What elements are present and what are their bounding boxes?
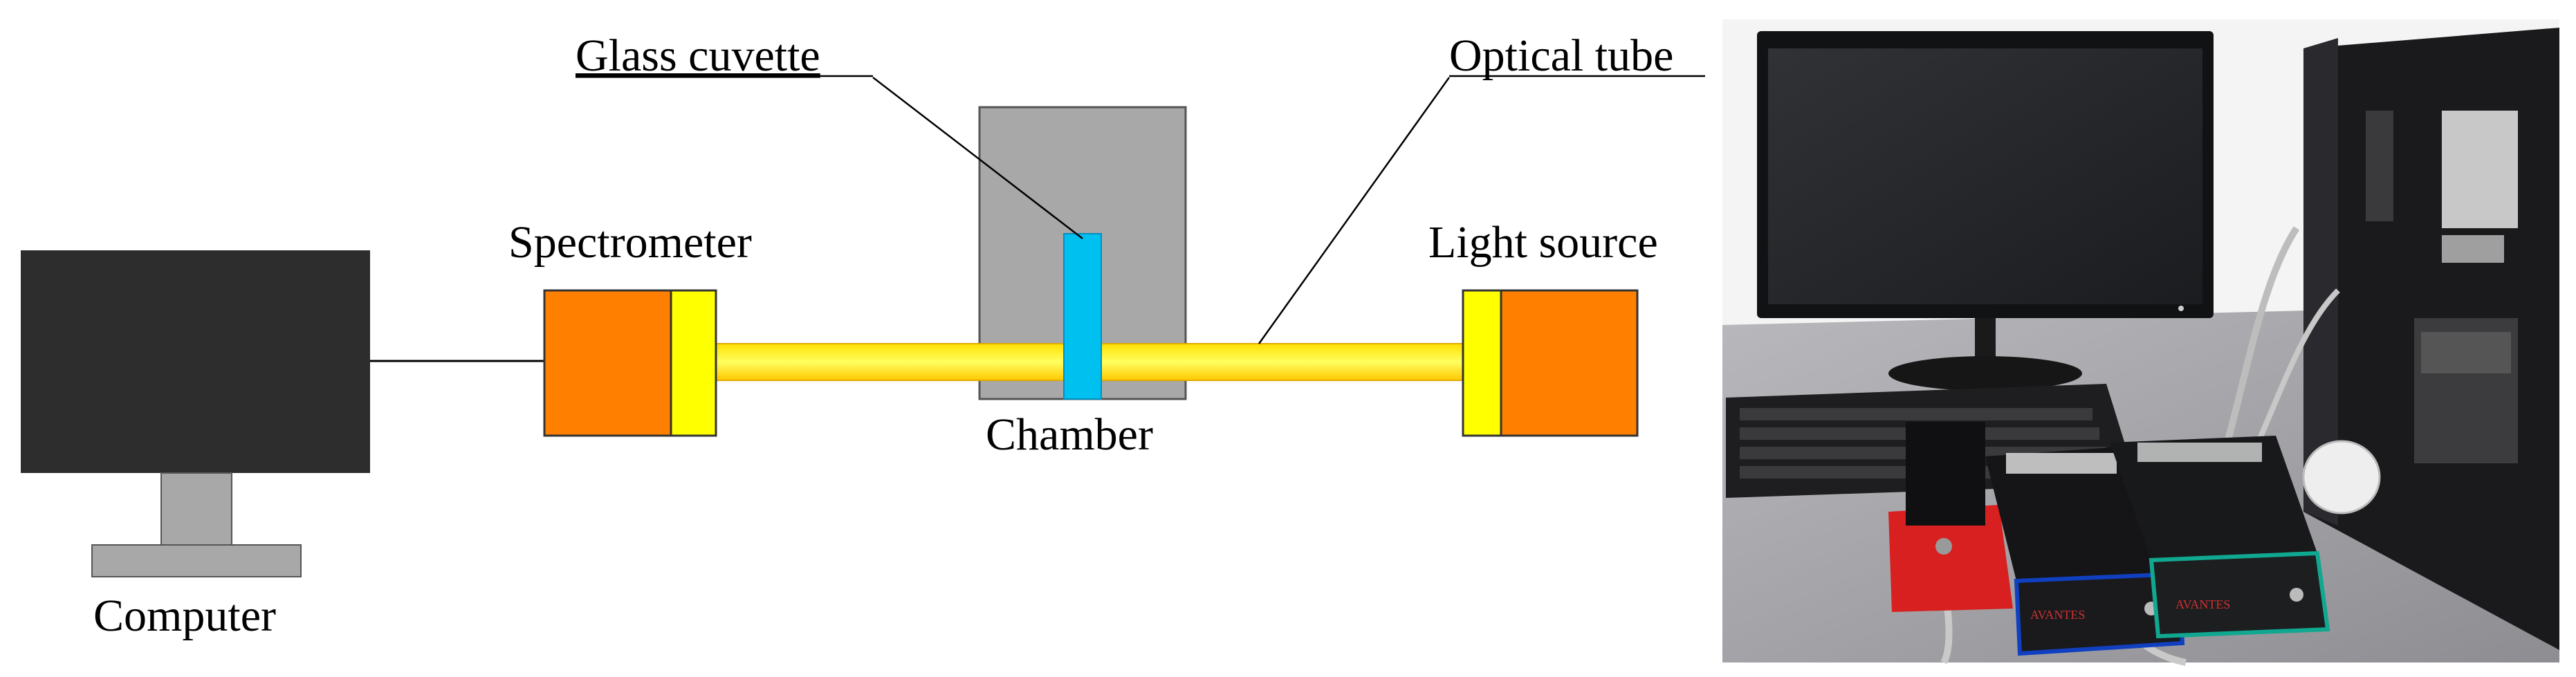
glass-cuvette xyxy=(1063,233,1102,400)
photo-brand-text-2: AVANTES xyxy=(2175,597,2230,611)
computer-monitor xyxy=(21,250,370,473)
photo-light-source-device xyxy=(1888,422,2013,612)
spectrometer xyxy=(543,289,717,437)
optical-tube-label: Optical tube xyxy=(1449,30,1673,81)
spectrometer-body xyxy=(543,289,672,437)
spectrometer-label: Spectrometer xyxy=(508,217,752,268)
computer-label: Computer xyxy=(93,591,276,641)
light-source xyxy=(1462,289,1639,437)
computer xyxy=(21,250,370,577)
glass-cuvette-label: Glass cuvette xyxy=(576,30,820,81)
computer-stand-neck xyxy=(160,472,232,546)
photo-mouse xyxy=(2302,440,2381,514)
light-source-label: Light source xyxy=(1428,217,1658,268)
photo-spectrometer-teal: AVANTES xyxy=(2110,436,2330,639)
computer-stand-base xyxy=(91,544,302,577)
photo-brand-text-1: AVANTES xyxy=(2030,608,2085,622)
schematic-diagram: Glass cuvette Optical tube Spectrometer … xyxy=(21,30,1705,641)
optical-tube-leader xyxy=(1258,77,1451,344)
light-source-connector xyxy=(1462,289,1502,437)
lab-setup-photo: AVANTES AVANTES xyxy=(1722,19,2559,666)
photo-cable-2 xyxy=(2252,288,2340,451)
spectrometer-connector xyxy=(670,289,717,437)
photo-monitor xyxy=(1757,31,2214,391)
chamber-label: Chamber xyxy=(986,409,1153,460)
light-source-body xyxy=(1500,289,1639,437)
glass-cuvette-leader xyxy=(872,77,1083,239)
